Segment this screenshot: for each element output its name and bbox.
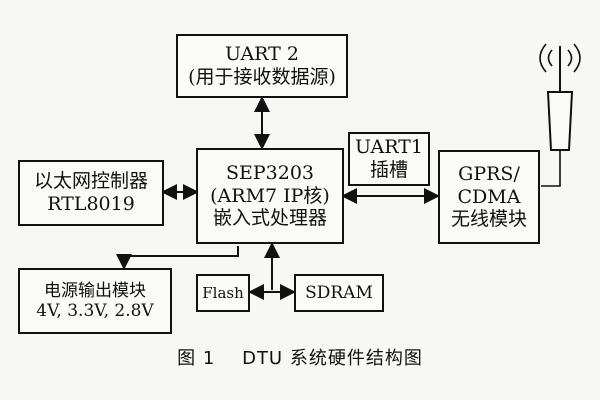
flash-label: Flash	[202, 284, 244, 302]
power-output-block: 电源输出模块 4V, 3.3V, 2.8V	[18, 268, 172, 334]
uart1-title: UART1	[355, 136, 423, 159]
ethernet-model: RTL8019	[47, 193, 135, 215]
power-title: 电源输出模块	[44, 280, 146, 301]
gprs-line3: 无线模块	[450, 208, 527, 231]
cpu-core: (ARM7 IP核)	[210, 184, 330, 207]
antenna-icon	[539, 43, 581, 151]
figure-caption: 图 1 DTU 系统硬件结构图	[0, 344, 600, 370]
cpu-model: SEP3203	[225, 161, 315, 184]
uart1-slot-block: UART1 插槽	[348, 132, 430, 186]
gprs-line1: GPRS/	[458, 162, 520, 185]
cpu-description: 嵌入式处理器	[212, 207, 327, 230]
line-cpu-power	[116, 246, 239, 270]
flash-block: Flash	[196, 274, 250, 312]
figure-title: DTU 系统硬件结构图	[242, 348, 423, 369]
cpu-block: SEP3203 (ARM7 IP核) 嵌入式处理器	[196, 148, 344, 244]
sdram-block: SDRAM	[294, 274, 384, 312]
figure-number: 图 1	[177, 348, 216, 369]
uart2-block: UART 2 (用于接收数据源)	[176, 34, 348, 98]
uart2-subtitle: (用于接收数据源)	[188, 66, 336, 88]
ethernet-controller-block: 以太网控制器 RTL8019	[18, 160, 164, 226]
power-voltages: 4V, 3.3V, 2.8V	[36, 301, 154, 321]
uart1-subtitle: 插槽	[369, 159, 408, 181]
sdram-label: SDRAM	[305, 282, 373, 303]
line-gprs-antenna	[541, 150, 561, 187]
gprs-cdma-block: GPRS/ CDMA 无线模块	[438, 150, 540, 244]
uart2-title: UART 2	[225, 43, 299, 66]
gprs-line2: CDMA	[457, 185, 521, 208]
ethernet-title: 以太网控制器	[33, 170, 148, 193]
